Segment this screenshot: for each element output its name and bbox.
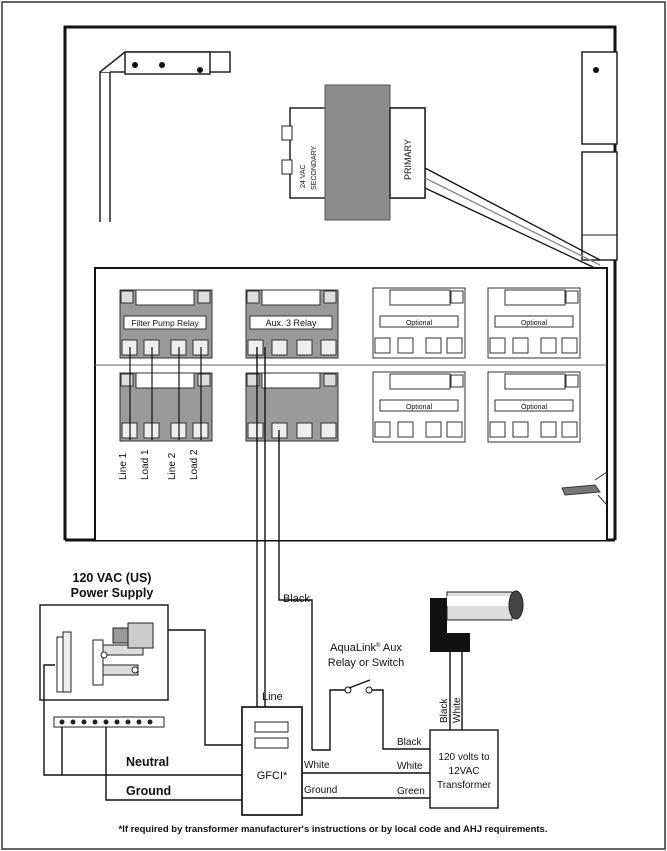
gfci-box: GFCI* — [241, 706, 303, 816]
terminal-line1: Line 1 — [118, 452, 129, 480]
terminal-line2: Line 2 — [167, 452, 178, 480]
aux-relay-lower — [245, 372, 339, 442]
gfci-line-label: Line — [262, 691, 283, 703]
aqualink-label-2: Relay or Switch — [328, 657, 404, 669]
power-supply-title-2: Power Supply — [71, 586, 154, 600]
secondary-label-2: SECONDARY — [311, 145, 318, 190]
control-transformer: 24 VAC SECONDARY PRIMARY — [281, 84, 601, 269]
aux3-relay: Aux. 3 Relay — [245, 289, 339, 359]
ground-label: Ground — [126, 784, 171, 798]
optional-label-2: Optional — [521, 320, 548, 327]
lv-transformer-line3: Transformer — [437, 780, 492, 791]
terminal-load1: Load 1 — [140, 449, 151, 480]
optional-relay-4: Optional — [487, 371, 581, 443]
optional-label-3: Optional — [406, 404, 433, 411]
filter-pump-relay: Filter Pump Relay — [119, 289, 213, 359]
secondary-label-1: 24 VAC — [300, 164, 307, 188]
aqualink-label: AquaLink® Aux — [330, 642, 402, 654]
gfci-ground-label: Ground — [304, 785, 337, 796]
gfci-white-label: White — [304, 760, 330, 771]
wiring — [43, 347, 463, 801]
neutral-label: Neutral — [126, 755, 169, 769]
light-black-lead: Black — [439, 698, 450, 723]
primary-label: PRIMARY — [403, 139, 413, 180]
optional-label-1: Optional — [406, 320, 433, 327]
aux-switch — [344, 679, 373, 694]
optional-label-4: Optional — [521, 404, 548, 411]
transformer-green-label: Green — [397, 786, 425, 797]
lv-transformer-line2: 12VAC — [449, 766, 480, 777]
terminal-load2: Load 2 — [189, 449, 200, 480]
transformer-white-label: White — [397, 761, 423, 772]
optional-relay-2: Optional — [487, 287, 581, 359]
optional-relay-1: Optional — [372, 287, 466, 359]
optional-relay-3: Optional — [372, 371, 466, 443]
power-supply-title-1: 120 VAC (US) — [73, 571, 152, 585]
filter-pump-relay-label: Filter Pump Relay — [131, 318, 199, 328]
footnote: *If required by transformer manufacturer… — [119, 824, 548, 835]
gfci-label: GFCI* — [257, 770, 288, 782]
power-supply-box — [39, 604, 169, 701]
lv-transformer-line1: 120 volts to — [438, 752, 490, 763]
neutral-bar — [53, 716, 165, 728]
pool-light-fixture — [430, 590, 524, 652]
lv-transformer: 120 volts to 12VAC Transformer — [429, 729, 499, 809]
filter-pump-relay-lower — [119, 372, 213, 442]
transformer-black-label: Black — [397, 737, 422, 748]
relay-black-wire-label: Black — [283, 593, 310, 605]
relay-panel: Filter Pump Relay Aux. 3 Relay — [94, 267, 608, 540]
light-white-lead: White — [452, 697, 463, 723]
aux3-relay-label: Aux. 3 Relay — [265, 318, 317, 328]
